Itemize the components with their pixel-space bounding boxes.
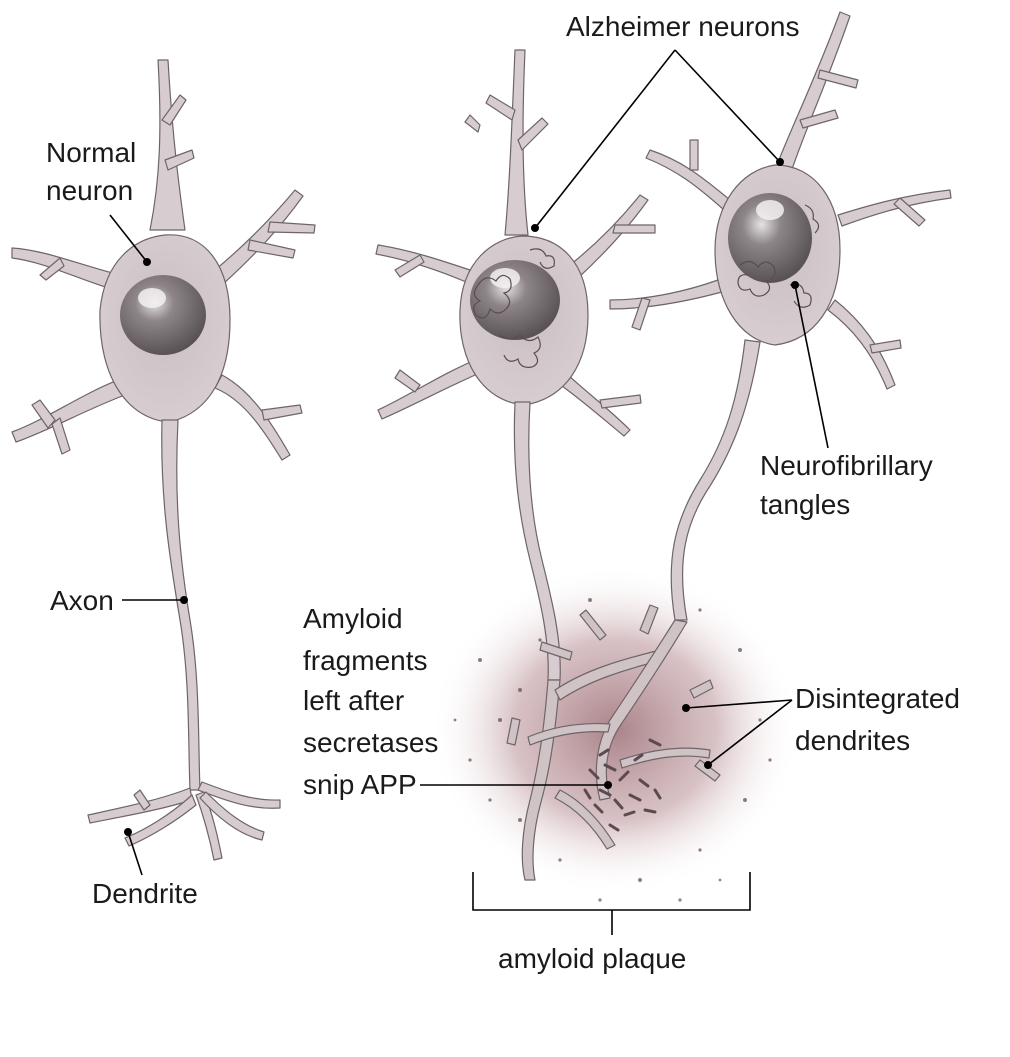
amyloid-fragments <box>583 738 662 832</box>
normal-neuron <box>11 59 316 861</box>
amyloid-plaque-bracket <box>472 872 751 935</box>
label-amyloid-fragments-line1: Amyloid <box>303 603 403 634</box>
label-neurofibrillary-line1: Neurofibrillary <box>760 450 933 481</box>
label-amyloid-fragments-line3: left after <box>303 685 404 716</box>
alzheimer-neuron-b <box>609 11 952 621</box>
label-axon: Axon <box>50 585 114 616</box>
label-disintegrated-line1: Disintegrated <box>795 683 960 714</box>
plaque-speckles <box>453 598 772 902</box>
label-dendrite: Dendrite <box>92 878 198 909</box>
label-neurofibrillary-line2: tangles <box>760 489 850 520</box>
normal-neuron-nucleus <box>120 275 206 355</box>
plaque-branches <box>506 604 721 881</box>
label-alzheimer-neurons: Alzheimer neurons <box>566 11 799 42</box>
label-normal-neuron-line1: Normal <box>46 137 136 168</box>
label-amyloid-plaque: amyloid plaque <box>498 943 686 974</box>
alzheimer-b-nucleus <box>728 193 812 283</box>
leader-lines <box>109 49 829 935</box>
alzheimer-neuron-a <box>375 49 656 681</box>
label-amyloid-fragments-line4: secretases <box>303 727 438 758</box>
label-disintegrated-line2: dendrites <box>795 725 910 756</box>
labels: Normal neuron Alzheimer neurons Neurofib… <box>46 11 960 974</box>
label-amyloid-fragments-line5: snip APP <box>303 769 417 800</box>
tangle-b <box>737 204 820 308</box>
label-amyloid-fragments-line2: fragments <box>303 645 428 676</box>
label-normal-neuron-line2: neuron <box>46 175 133 206</box>
tangle-a <box>473 248 555 368</box>
